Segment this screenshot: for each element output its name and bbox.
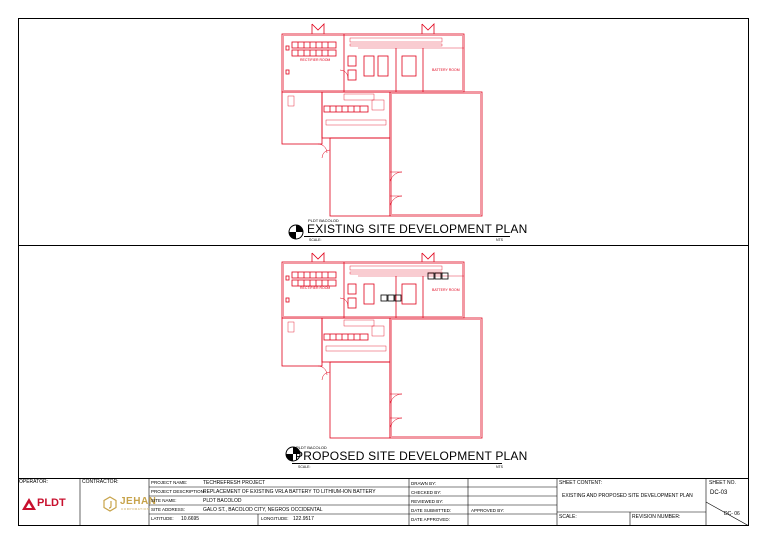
existing-plan-heading: PLDT BACOLOD [308,218,339,223]
checked-by-label: CHECKED BY: [411,490,442,495]
sheet-content-value: EXISTING AND PROPOSED SITE DEVELOPMENT P… [562,493,693,499]
project-desc-value: REPLACEMENT OF EXISTING VRLA BATTERY TO … [203,489,376,495]
sheet-content-label: SHEET CONTENT: [559,480,602,486]
existing-scale-value: NTS [496,238,503,242]
existing-scale-label: SCALE: [309,238,322,242]
drawn-by-label: DRAWN BY: [411,481,437,486]
proposed-section-marker-icon [285,446,301,462]
sheet-no-value: DC-03 [710,490,728,496]
sheet-total-value: DC- 06 [724,511,740,517]
proposed-room-rectifier: RECTIFIER ROOM [300,286,331,290]
sheet-border [18,18,749,526]
existing-room-battery: BATTERY ROOM [432,68,460,72]
longitude-value: 122.9517 [293,516,314,522]
project-name-value: TECHREFRESH PROJECT [203,480,266,486]
title-block-grid [79,478,749,526]
proposed-battery-racks [380,272,449,302]
longitude-label: LONGITUDE: [261,516,289,521]
proposed-title-underline [292,463,502,464]
existing-room-rectifier: RECTIFIER ROOM [300,58,331,62]
jehan-logo-subtext: CORPORATION [121,507,150,511]
date-submitted-label: DATE SUBMITTED: [411,508,452,513]
section-divider [18,245,749,246]
latitude-value: 10.6695 [181,516,200,522]
existing-floor-plan [281,23,483,217]
proposed-plan-title: PROPOSED SITE DEVELOPMENT PLAN [295,449,528,463]
approved-by-label: APPROVED BY: [471,508,505,513]
jehan-logo-text: JEHAN [120,496,157,507]
existing-section-marker-icon [288,224,304,240]
proposed-scale-value: NTS [496,465,503,469]
site-name-label: SITE NAME: [151,498,177,503]
revision-label: REVISION NUMBER: [632,514,681,520]
reviewed-by-label: REVIEWED BY: [411,499,444,504]
proposed-room-battery: BATTERY ROOM [432,288,460,292]
site-address-value: GALO ST., BACOLOD CITY, NEGROS OCCIDENTA… [203,507,323,513]
site-name-value: PLDT BACOLOD [203,498,242,504]
scale-label: SCALE: [559,514,577,520]
pldt-logo-icon [22,498,36,510]
contractor-label: CONTRACTOR: [82,479,119,485]
sheet-no-label: SHEET NO. [709,480,736,486]
pldt-logo-text: PLDT [37,497,66,509]
jehan-logo-icon [103,496,117,512]
latitude-label: LATITUDE: [151,516,174,521]
project-desc-label: PROJECT DESCRIPTION: [151,489,206,494]
proposed-floor-plan [281,252,483,439]
title-block [18,478,749,527]
operator-label: OPERATOR: [19,479,48,485]
date-approved-label: DATE APPROVED: [411,517,450,522]
proposed-scale-label: SCALE: [298,465,311,469]
proposed-plan-heading: PLDT BACOLOD [296,445,327,450]
site-address-label: SITE ADDRESS: [151,507,186,512]
existing-title-underline [304,236,510,237]
existing-plan-title: EXISTING SITE DEVELOPMENT PLAN [307,222,528,236]
project-name-label: PROJECT NAME: [151,480,188,485]
